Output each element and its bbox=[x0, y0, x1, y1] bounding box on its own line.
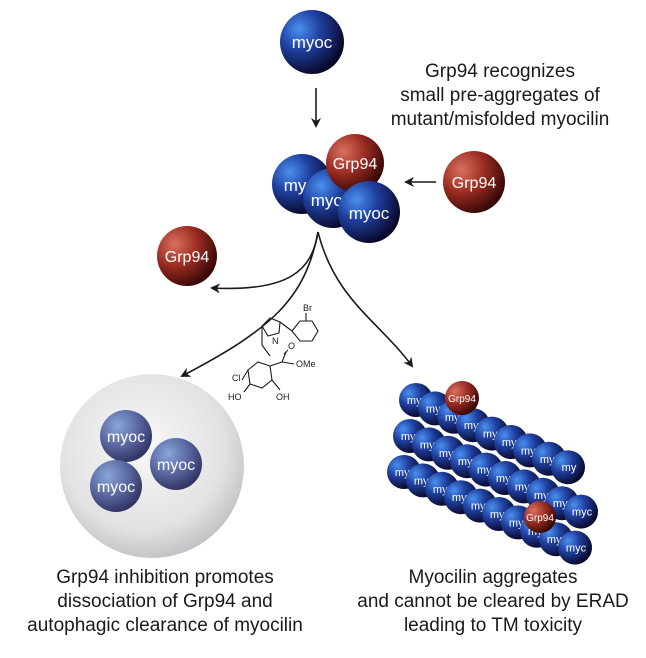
vesicle-myoc-1: myoc bbox=[100, 410, 152, 462]
chem-cl: Cl bbox=[232, 373, 241, 383]
grp94-released: Grp94 bbox=[157, 226, 217, 286]
caption-aggregation-line-2: and cannot be cleared by ERAD bbox=[357, 591, 629, 612]
aggregate-grp94-1 bbox=[445, 381, 479, 415]
grp94-free-right: Grp94 bbox=[443, 151, 505, 213]
aggregate-myoc-bead bbox=[551, 450, 585, 485]
aggregate-myoc-bead bbox=[558, 530, 592, 565]
caption-clearance: Grp94 inhibition promotes dissociation o… bbox=[0, 566, 330, 638]
autophagic-vesicle: myoc myoc myoc bbox=[60, 374, 244, 558]
myoc-monomer-label: myoc bbox=[292, 33, 333, 52]
caption-aggregation-line-1: Myocilin aggregates bbox=[408, 567, 578, 588]
aggregate-grp94-1-label: Grp94 bbox=[448, 394, 476, 405]
aggregate-grp94-2 bbox=[524, 501, 556, 533]
caption-aggregation: Myocilin aggregates and cannot be cleare… bbox=[340, 566, 646, 638]
aggregate-myoc-bead bbox=[564, 494, 598, 529]
vesicle-myoc-1-label: myoc bbox=[107, 429, 145, 446]
chem-oh: OH bbox=[276, 392, 290, 402]
aggregate-myoc-bead-label: myc bbox=[566, 543, 587, 555]
caption-top-line-1: Grp94 recognizes bbox=[425, 61, 575, 82]
aggregate-myoc-bead-label: myc bbox=[471, 501, 492, 513]
pre-aggregate: myoc myoc Grp94 myoc bbox=[272, 134, 400, 243]
inhibitor-structure bbox=[241, 313, 319, 393]
vesicle-myoc-3-label: myoc bbox=[97, 479, 135, 496]
caption-clearance-line-2: dissociation of Grp94 and bbox=[57, 591, 273, 612]
cluster-myoc-3-label: myoc bbox=[349, 204, 390, 223]
inhibitor-labels: Br N Cl O OMe HO OH bbox=[228, 303, 316, 402]
aggregate-grp94-2-label: Grp94 bbox=[526, 513, 554, 524]
chem-n: N bbox=[272, 336, 279, 346]
vesicle-myoc-3: myoc bbox=[90, 460, 142, 512]
grp94-released-label: Grp94 bbox=[165, 249, 210, 266]
grp94-free-right-label: Grp94 bbox=[452, 175, 497, 192]
chem-ho: HO bbox=[228, 392, 242, 402]
arrows bbox=[180, 88, 436, 377]
caption-clearance-line-1: Grp94 inhibition promotes bbox=[56, 567, 274, 588]
arrow-to-aggregation bbox=[317, 231, 414, 368]
vesicle-myoc-2-label: myoc bbox=[157, 457, 195, 474]
myoc-monomer: myoc bbox=[280, 10, 344, 74]
caption-top-line-3: mutant/misfolded myocilin bbox=[390, 109, 610, 130]
cluster-grp94: Grp94 bbox=[326, 134, 384, 192]
caption-top-line-2: small pre-aggregates of bbox=[400, 85, 600, 106]
myocilin-aggregate: mycmycmycmycmycmycmycmycmymycmycmycmycmy… bbox=[387, 381, 598, 565]
caption-top: Grp94 recognizes small pre-aggregates of… bbox=[350, 60, 646, 132]
aggregate-myoc-bead-label: myc bbox=[572, 507, 593, 519]
aggregate-myoc-bead-label: my bbox=[562, 462, 577, 474]
vesicle-myoc-2: myoc bbox=[150, 438, 202, 490]
chem-ome: OMe bbox=[296, 359, 316, 369]
caption-aggregation-line-3: leading to TM toxicity bbox=[403, 615, 583, 636]
arrow-to-clearance bbox=[180, 231, 319, 377]
chem-br: Br bbox=[303, 303, 312, 313]
cluster-grp94-label: Grp94 bbox=[333, 156, 378, 173]
chem-o: O bbox=[288, 341, 295, 351]
caption-clearance-line-3: autophagic clearance of myocilin bbox=[27, 615, 303, 636]
cluster-myoc-3: myoc bbox=[338, 181, 400, 243]
